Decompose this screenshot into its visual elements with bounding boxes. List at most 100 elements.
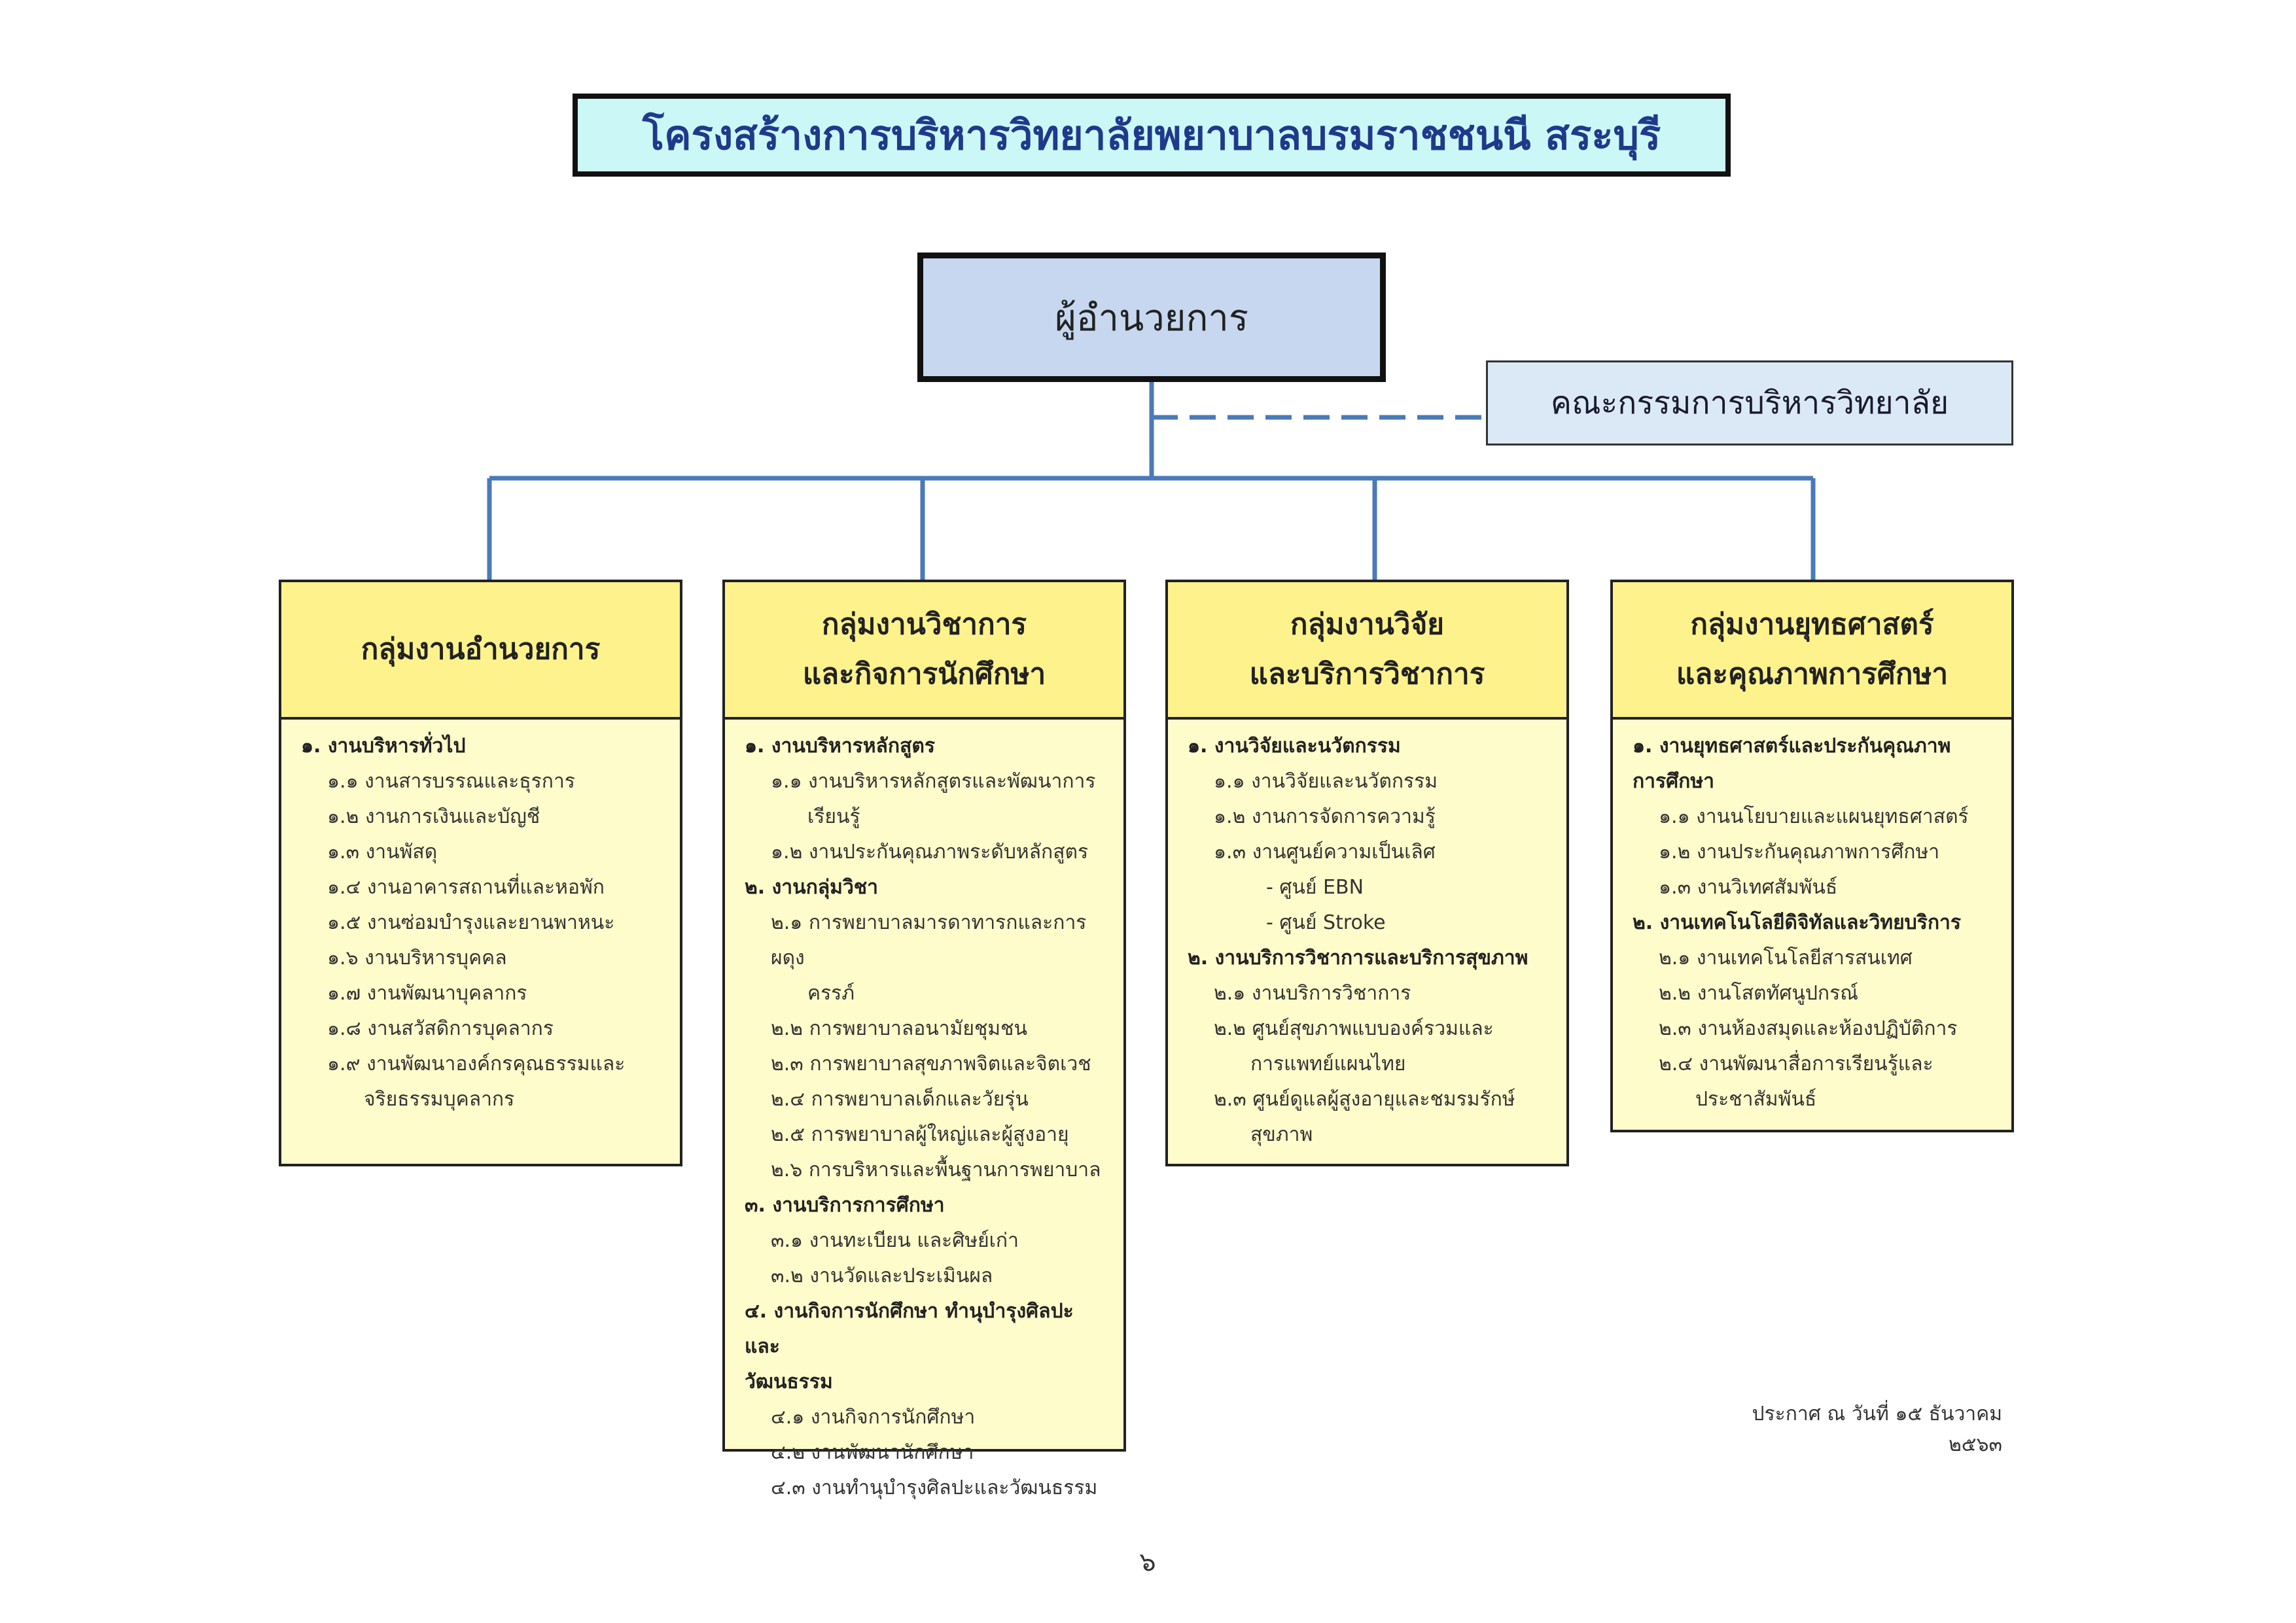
group-item-list: ๑. งานบริหารทั่วไป๑.๑ งานสารบรรณและธุรกา…: [281, 720, 680, 1117]
group-heading-line: กลุ่มงานวิจัย: [1290, 608, 1445, 641]
list-item-text: ๑.๒ งานการจัดการความรู้: [1214, 805, 1436, 828]
group-item-list: ๑. งานบริหารหลักสูตร๑.๑ งานบริหารหลักสูต…: [725, 720, 1123, 1506]
group-list-item: ๑.๒ งานการจัดการความรู้: [1188, 799, 1551, 835]
list-item-text: ๒.๑ งานบริการวิชาการ: [1214, 982, 1411, 1005]
list-item-text: ๒.๒ งานโสตทัศนูปกรณ์: [1659, 982, 1859, 1005]
group-list-item: ๒.๕ การพยาบาลผู้ใหญ่และผู้สูงอายุ: [745, 1117, 1108, 1153]
group-list-item: ๑.๒ งานประกันคุณภาพการศึกษา: [1633, 835, 1996, 870]
group-list-item: - ศูนย์ EBN: [1188, 870, 1551, 905]
group-section-heading: วัฒนธรรม: [745, 1365, 1108, 1400]
group-list-item: ๔.๑ งานกิจการนักศึกษา: [745, 1400, 1108, 1435]
list-item-text: ๑.๗ งานพัฒนาบุคลากร: [327, 982, 527, 1005]
group-list-item: ๒.๔ งานพัฒนาสื่อการเรียนรู้และประชาสัมพั…: [1633, 1047, 1996, 1117]
group-section-heading: ๔. งานกิจการนักศึกษา ทำนุบำรุงศิลปะและ: [745, 1294, 1108, 1365]
list-item-text: ๑.๑ งานสารบรรณและธุรการ: [327, 770, 575, 793]
group-list-item: ๒.๓ ศูนย์ดูแลผู้สูงอายุและชมรมรักษ์สุขภา…: [1188, 1082, 1551, 1153]
list-item-text: ๑.๕ งานซ่อมบำรุงและยานพาหนะ: [327, 911, 615, 934]
list-item-continuation: ครรภ์: [807, 982, 855, 1005]
group-heading-line: กลุ่มงานวิชาการ: [821, 608, 1027, 641]
group-heading: กลุ่มงานวิจัยและบริการวิชาการ: [1168, 582, 1566, 720]
group-section-heading: ๑. งานวิจัยและนวัตกรรม: [1188, 729, 1551, 764]
list-item-continuation: เรียนรู้: [807, 805, 860, 828]
list-item-continuation: ประชาสัมพันธ์: [1695, 1088, 1817, 1111]
list-item-text: ๑.๓ งานวิเทศสัมพันธ์: [1659, 876, 1838, 899]
group-list-item: ๑.๓ งานพัสดุ: [301, 835, 664, 870]
group-list-item: ๑.๒ งานการเงินและบัญชี: [301, 799, 664, 835]
group-section-heading: ๒. งานเทคโนโลยีดิจิทัลและวิทยบริการ: [1633, 905, 1996, 941]
group-list-item: ๒.๒ การพยาบาลอนามัยชุมชน: [745, 1011, 1108, 1047]
group-box-administration: กลุ่มงานอำนวยการ๑. งานบริหารทั่วไป๑.๑ งา…: [279, 580, 682, 1166]
group-list-item: ๔.๓ งานทำนุบำรุงศิลปะและวัฒนธรรม: [745, 1471, 1108, 1506]
list-item-text: ๔.๓ งานทำนุบำรุงศิลปะและวัฒนธรรม: [771, 1476, 1098, 1499]
list-item-text: ๒.๓ ศูนย์ดูแลผู้สูงอายุและชมรมรักษ์: [1214, 1088, 1515, 1111]
list-item-text: ๑.๒ งานประกันคุณภาพระดับหลักสูตร: [771, 841, 1089, 864]
group-list-item: ๒.๒ ศูนย์สุขภาพแบบองค์รวมและการแพทย์แผนไ…: [1188, 1011, 1551, 1082]
group-section-heading: ๒. งานกลุ่มวิชา: [745, 870, 1108, 905]
list-item-text: ๑.๓ งานศูนย์ความเป็นเลิศ: [1214, 841, 1436, 864]
group-list-item: ๒.๔ การพยาบาลเด็กและวัยรุ่น: [745, 1082, 1108, 1117]
group-heading: กลุ่มงานวิชาการและกิจการนักศึกษา: [725, 582, 1123, 720]
group-heading-line: กลุ่มงานอำนวยการ: [361, 633, 601, 666]
list-item-continuation: การแพทย์แผนไทย: [1250, 1053, 1406, 1075]
group-list-item: ๒.๖ การบริหารและพื้นฐานการพยาบาล: [745, 1153, 1108, 1188]
list-item-text: ๑. งานบริหารหลักสูตร: [745, 735, 936, 758]
group-list-item: ๒.๒ งานโสตทัศนูปกรณ์: [1633, 976, 1996, 1011]
list-item-text: - ศูนย์ Stroke: [1266, 911, 1386, 934]
list-item-text: ๓. งานบริการการศึกษา: [745, 1194, 945, 1217]
group-list-item: - ศูนย์ Stroke: [1188, 905, 1551, 941]
list-item-continuation: จริยธรรมบุคลากร: [364, 1088, 515, 1111]
group-list-item: ๒.๑ งานบริการวิชาการ: [1188, 976, 1551, 1011]
list-item-text: ๑.๑ งานนโยบายและแผนยุทธศาสตร์: [1659, 805, 1969, 828]
list-item-text: ๒. งานกลุ่มวิชา: [745, 876, 878, 899]
list-item-text: ๑.๒ งานประกันคุณภาพการศึกษา: [1659, 841, 1940, 864]
group-heading: กลุ่มงานยุทธศาสตร์และคุณภาพการศึกษา: [1613, 582, 2011, 720]
group-list-item: ๑.๑ งานบริหารหลักสูตรและพัฒนาการเรียนรู้: [745, 764, 1108, 835]
page-number: ๖: [1139, 1547, 1156, 1577]
list-item-text: ๒.๓ งานห้องสมุดและห้องปฏิบัติการ: [1659, 1017, 1958, 1040]
committee-box: คณะกรรมการบริหารวิทยาลัย: [1486, 360, 2013, 445]
group-list-item: ๑.๑ งานสารบรรณและธุรการ: [301, 764, 664, 799]
list-item-text: ๑. งานยุทธศาสตร์และประกันคุณภาพ: [1633, 735, 1951, 758]
group-list-item: ๑.๑ งานนโยบายและแผนยุทธศาสตร์: [1633, 799, 1996, 835]
list-item-text: ๑.๙ งานพัฒนาองค์กรคุณธรรมและ: [327, 1053, 626, 1075]
group-item-list: ๑. งานยุทธศาสตร์และประกันคุณภาพการศึกษา๑…: [1613, 720, 2011, 1117]
list-item-text: ๒.๖ การบริหารและพื้นฐานการพยาบาล: [771, 1159, 1101, 1181]
group-list-item: ๒.๑ การพยาบาลมารดาทารกและการผดุงครรภ์: [745, 905, 1108, 1011]
group-list-item: ๑.๒ งานประกันคุณภาพระดับหลักสูตร: [745, 835, 1108, 870]
list-item-text: ๓.๒ งานวัดและประเมินผล: [771, 1265, 993, 1287]
group-box-strategy-quality: กลุ่มงานยุทธศาสตร์และคุณภาพการศึกษา๑. งา…: [1610, 580, 2014, 1132]
list-item-text: ๒.๑ การพยาบาลมารดาทารกและการผดุง: [771, 911, 1087, 969]
group-list-item: ๓.๒ งานวัดและประเมินผล: [745, 1259, 1108, 1294]
group-section-heading: ๑. งานยุทธศาสตร์และประกันคุณภาพ: [1633, 729, 1996, 764]
group-box-research-academic-service: กลุ่มงานวิจัยและบริการวิชาการ๑. งานวิจัย…: [1165, 580, 1569, 1166]
announcement-date: ประกาศ ณ วันที่ ๑๕ ธันวาคม ๒๕๖๓: [1752, 1403, 2002, 1456]
group-list-item: ๑.๗ งานพัฒนาบุคลากร: [301, 976, 664, 1011]
group-section-heading: ๓. งานบริการการศึกษา: [745, 1188, 1108, 1223]
list-item-text: ๔.๑ งานกิจการนักศึกษา: [771, 1406, 976, 1429]
list-item-text: ๑.๔ งานอาคารสถานที่และหอพัก: [327, 876, 605, 899]
page-title: โครงสร้างการบริหารวิทยาลัยพยาบาลบรมราชชน…: [573, 94, 1731, 177]
group-heading-line: และบริการวิชาการ: [1249, 657, 1485, 691]
list-item-text: การศึกษา: [1633, 770, 1714, 793]
list-item-text: ๒.๒ ศูนย์สุขภาพแบบองค์รวมและ: [1214, 1017, 1494, 1040]
group-list-item: ๑.๓ งานศูนย์ความเป็นเลิศ: [1188, 835, 1551, 870]
group-list-item: ๑.๖ งานบริหารบุคคล: [301, 941, 664, 976]
group-list-item: ๑.๔ งานอาคารสถานที่และหอพัก: [301, 870, 664, 905]
group-list-item: ๓.๑ งานทะเบียน และศิษย์เก่า: [745, 1223, 1108, 1259]
group-section-heading: ๒. งานบริการวิชาการและบริการสุขภาพ: [1188, 941, 1551, 976]
group-heading-line: และกิจการนักศึกษา: [802, 657, 1046, 691]
list-item-text: วัฒนธรรม: [745, 1370, 833, 1393]
list-item-text: ๒.๕ การพยาบาลผู้ใหญ่และผู้สูงอายุ: [771, 1123, 1069, 1146]
group-list-item: ๒.๓ งานห้องสมุดและห้องปฏิบัติการ: [1633, 1011, 1996, 1047]
group-section-heading: ๑. งานบริหารหลักสูตร: [745, 729, 1108, 764]
list-item-text: ๒. งานเทคโนโลยีดิจิทัลและวิทยบริการ: [1633, 911, 1961, 934]
group-list-item: ๒.๓ การพยาบาลสุขภาพจิตและจิตเวช: [745, 1047, 1108, 1082]
group-section-heading: ๑. งานบริหารทั่วไป: [301, 729, 664, 764]
list-item-text: - ศูนย์ EBN: [1266, 876, 1364, 899]
list-item-text: ๑.๘ งานสวัสดิการบุคลากร: [327, 1017, 554, 1040]
director-box: ผู้อำนวยการ: [917, 253, 1386, 382]
group-list-item: ๔.๒ งานพัฒนานักศึกษา: [745, 1435, 1108, 1471]
group-list-item: ๑.๘ งานสวัสดิการบุคลากร: [301, 1011, 664, 1047]
group-item-list: ๑. งานวิจัยและนวัตกรรม๑.๑ งานวิจัยและนวั…: [1168, 720, 1566, 1153]
list-item-text: ๔.๒ งานพัฒนานักศึกษา: [771, 1441, 974, 1464]
